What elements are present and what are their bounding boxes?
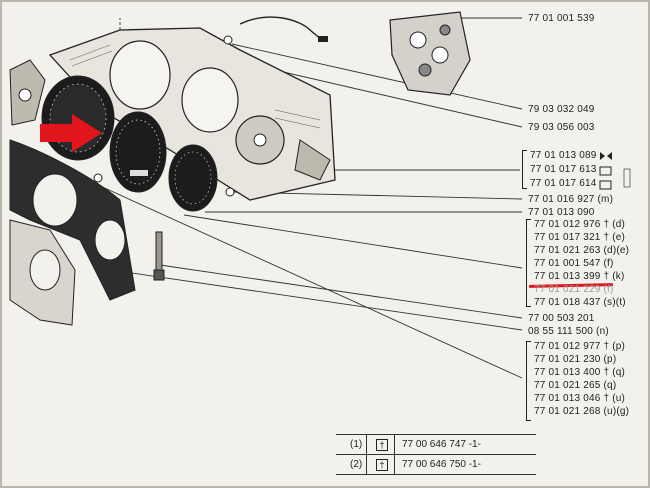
bracket [526, 219, 531, 307]
bulb-holder [93, 173, 103, 183]
bulb-holder [225, 187, 235, 197]
part-number: 77 01 017 613 [530, 164, 597, 175]
part-number: 77 01 013 090 [528, 207, 595, 218]
part-number: 77 01 001 539 [528, 13, 595, 24]
arrow-right-icon [40, 114, 102, 152]
cross-icon: † [376, 439, 388, 451]
part-number: 77 01 021 263 (d)(e) [534, 245, 630, 256]
bracket [522, 150, 527, 189]
left-mechanism [9, 59, 46, 126]
part-number: 79 03 056 003 [528, 122, 595, 133]
footnote-part-number: 77 00 646 747 -1- [402, 439, 481, 450]
bezel-surround [9, 139, 136, 326]
part-number: 77 01 021 265 (q) [534, 380, 617, 391]
bulb-holder [223, 35, 233, 45]
footnote-number: (1) [350, 439, 363, 450]
part-number: 77 01 021 230 (p) [534, 354, 617, 365]
part-number: 77 01 016 927 (m) [528, 194, 614, 205]
part-number: 08 55 111 500 (n) [528, 326, 609, 337]
part-number: 77 01 018 437 (s)(t) [534, 297, 626, 308]
wire [239, 16, 323, 41]
part-number: 77 01 021 268 (u)(g) [534, 406, 630, 417]
footnote-number: (2) [350, 459, 363, 470]
part-number: 77 00 503 201 [528, 313, 595, 324]
part-number: 77 01 001 547 (f) [534, 258, 614, 269]
part-number: 77 01 013 046 † (u) [534, 393, 626, 404]
fuel-temp-gauge [168, 144, 218, 212]
screw-part [153, 231, 165, 281]
instrument-housing [48, 27, 336, 201]
footnote-table: (1) † 77 00 646 747 -1- (2) † 77 00 646 … [336, 434, 536, 475]
part-number: 77 01 013 400 † (q) [534, 367, 626, 378]
part-number: 77 01 021 229 (f) [534, 284, 614, 295]
part-number: 77 01 012 976 † (d) [534, 219, 626, 230]
part-number-highlighted: 77 01 013 399 † (k) [534, 271, 625, 282]
part-number: 77 01 013 089 [530, 150, 597, 161]
connector [318, 36, 328, 42]
speedometer-gauge [109, 111, 167, 193]
part-number: 77 01 017 321 † (e) [534, 232, 626, 243]
table-row: (1) † 77 00 646 747 -1- [336, 435, 536, 455]
part-number: 77 01 012 977 † (p) [534, 341, 626, 352]
bracket [526, 341, 531, 421]
footnote-part-number: 77 00 646 750 -1- [402, 459, 481, 470]
table-row: (2) † 77 00 646 750 -1- [336, 455, 536, 475]
symbol-icons [599, 152, 631, 190]
part-number: 79 03 032 049 [528, 104, 595, 115]
part-number: 77 01 017 614 [530, 178, 597, 189]
rear-panel-part [389, 11, 471, 96]
cross-icon: † [376, 459, 388, 471]
